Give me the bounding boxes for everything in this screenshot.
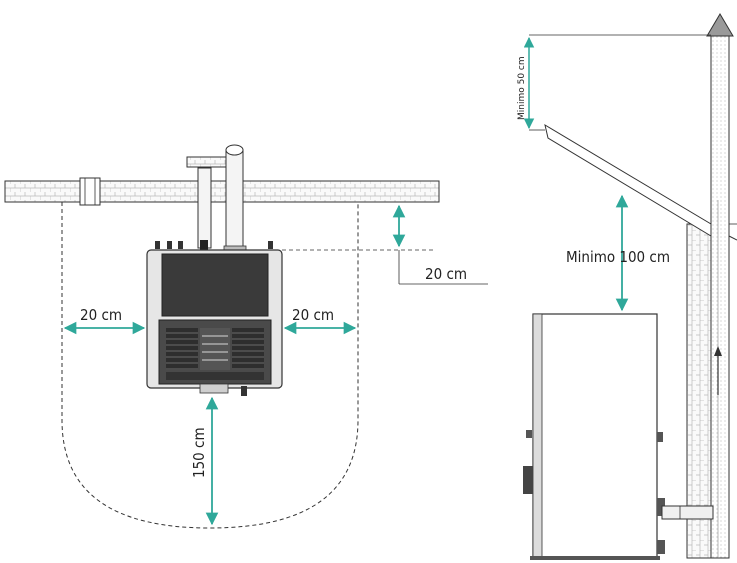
wall-bracket <box>79 177 101 206</box>
flue-pipe-left <box>197 167 212 249</box>
clearance-zone <box>61 202 359 529</box>
min-roof-label: Minimo 100 cm <box>566 248 670 266</box>
flue-pipe-right <box>225 149 244 251</box>
stove-side-view <box>523 313 714 560</box>
chimney <box>710 35 730 559</box>
front-clearance-label: 150 cm <box>190 427 208 478</box>
left-clearance-label: 20 cm <box>80 306 122 324</box>
chimney-cap <box>706 13 734 37</box>
wall <box>4 180 440 203</box>
top-clearance-label: 20 cm <box>425 265 467 283</box>
flue-base <box>186 156 228 168</box>
top-view: 20 cm 20 cm <box>4 144 488 529</box>
flue-connector <box>661 505 714 520</box>
side-view: Minimo 50 cm Minimo 100 cm <box>517 13 737 560</box>
roof <box>544 123 712 237</box>
side-wall <box>686 223 712 559</box>
min-chimney-label: Minimo 50 cm <box>517 56 527 120</box>
stove-top-view <box>146 240 283 396</box>
right-clearance-label: 20 cm <box>292 306 334 324</box>
